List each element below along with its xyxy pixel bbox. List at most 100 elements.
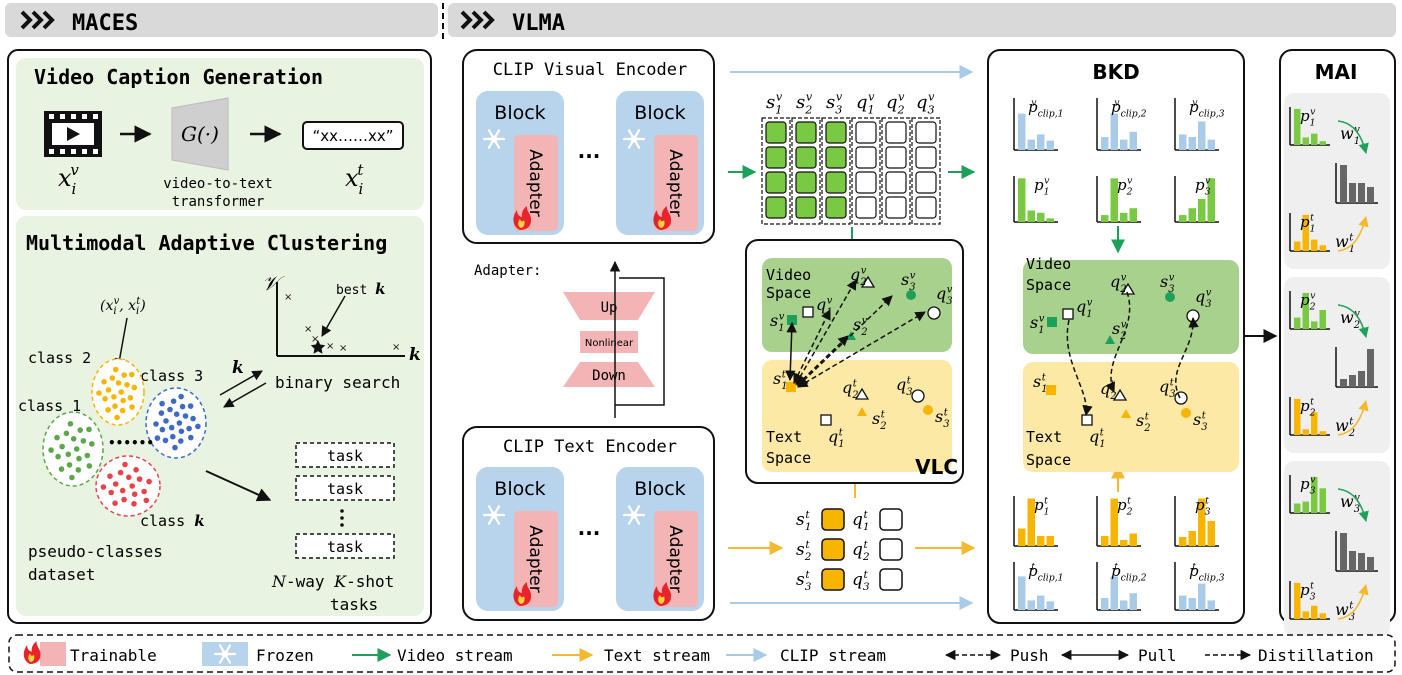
mini-bar <box>1294 241 1301 251</box>
cluster-point <box>84 452 91 459</box>
label: s3t <box>935 407 950 430</box>
cluster-point <box>55 453 61 460</box>
cluster-point <box>133 467 139 473</box>
text-output-label: xit <box>345 161 364 198</box>
text-anchor-s1 <box>1046 385 1056 395</box>
label: s2v <box>1112 319 1127 342</box>
flame-icon <box>513 206 532 230</box>
video-stream-arrow <box>1337 120 1369 155</box>
legend: Trainable Frozen Video stream Text strea… <box>8 634 1396 673</box>
mini-bar <box>1110 498 1118 546</box>
mini-bar <box>1046 536 1054 546</box>
video-space-label-1: Video <box>1026 255 1071 273</box>
maces-title: MACES <box>72 11 138 36</box>
video-anchor-s1 <box>1047 317 1057 327</box>
mini-bar <box>1302 429 1309 435</box>
flame-icon <box>513 582 532 606</box>
cluster-point <box>129 483 135 489</box>
video-query-q1 <box>802 306 814 318</box>
mini-bar <box>1110 576 1118 610</box>
cluster-point <box>112 481 119 487</box>
feature-label: s1v <box>766 90 783 116</box>
adapter-label: Adapter <box>665 149 685 216</box>
video-query-q1 <box>1062 308 1074 320</box>
mini-bar <box>1037 536 1045 546</box>
mini-chart-label: p3v <box>1300 475 1316 497</box>
legend-text-stream: Text stream <box>604 646 710 665</box>
k-label: 𝒌 <box>232 358 244 378</box>
video-space-label-1: Video <box>766 266 811 284</box>
binary-search-label: binary search <box>275 373 400 392</box>
cluster-point <box>65 451 72 458</box>
cluster-point <box>182 413 189 419</box>
mini-chart-label: p2t <box>1117 496 1133 518</box>
label: s1t <box>1033 372 1048 395</box>
label: q1v <box>1076 297 1093 320</box>
cluster-point <box>96 390 102 396</box>
vlc-module: Video Space Text Space VLC s1vq1vq2vs2vs… <box>745 239 964 484</box>
mini-bar <box>1311 321 1318 329</box>
cluster-point <box>146 478 152 485</box>
feature-column <box>761 117 791 225</box>
text-encoder-title: CLIP Text Encoder <box>503 437 677 457</box>
cluster-point <box>188 434 194 441</box>
classk-label: class k <box>140 512 205 530</box>
text-anchor-s1 <box>786 382 796 392</box>
block-label: Block <box>494 102 545 124</box>
mini-chart-label: p1t <box>1300 213 1316 235</box>
mini-bar <box>1120 600 1128 610</box>
cluster-points-red <box>100 461 152 507</box>
mini-bar <box>1198 199 1206 222</box>
mini-chart-label: pclip,2t <box>1111 562 1147 584</box>
mini-bar <box>1198 583 1206 610</box>
mini-bar <box>1294 582 1301 619</box>
snowflake-icon <box>482 129 506 149</box>
video-caption-generation: Video Caption Generation xiv G(·) video-… <box>16 58 424 210</box>
text-feature-label: q2t <box>852 539 870 563</box>
mini-chart-label: p1v <box>1300 107 1316 129</box>
mini-bar <box>1319 245 1326 251</box>
cluster-point <box>66 462 73 468</box>
cluster-point <box>126 474 132 481</box>
label: s2t <box>872 409 887 432</box>
cluster-point <box>124 382 130 388</box>
feature-cell <box>885 196 907 219</box>
cluster-point <box>170 433 176 440</box>
mini-bar <box>1340 379 1347 387</box>
text-space-label-1: Text <box>1026 428 1062 446</box>
text-feature-label: q3t <box>852 569 870 593</box>
feature-label: s2v <box>796 90 813 116</box>
mini-chart-label: p3v <box>1195 176 1211 198</box>
task-box <box>295 533 395 559</box>
film-icon <box>44 111 102 157</box>
text-feature-label: s1t <box>796 509 811 533</box>
caption-box <box>302 121 404 150</box>
mini-bar <box>1179 134 1187 150</box>
cluster-point <box>170 398 177 405</box>
mini-chart-label: p2t <box>1300 397 1316 419</box>
task-label: task <box>327 447 363 465</box>
text-query-q2 <box>854 387 870 400</box>
mini-bar <box>1367 349 1374 387</box>
text-feature-label: q1t <box>852 509 870 533</box>
mini-bar <box>1340 165 1347 203</box>
snowflake-icon <box>622 129 646 149</box>
cluster-point <box>172 444 178 451</box>
cluster-point <box>178 393 184 400</box>
distillation-arrow <box>1175 316 1199 399</box>
cluster-point <box>176 420 183 426</box>
cluster-points-green <box>48 421 95 481</box>
weight-label: w2t <box>1335 416 1355 439</box>
cluster-point <box>80 438 87 444</box>
cluster-point <box>100 484 107 490</box>
text-anchor-s2 <box>1121 409 1131 418</box>
distillation-arrow <box>1066 319 1093 417</box>
video-anchor-s1 <box>787 315 797 325</box>
mini-bar <box>1129 208 1137 222</box>
snowflake-icon <box>213 644 237 664</box>
cluster-point <box>59 443 65 450</box>
nway-label: N-way K-shot <box>271 572 394 591</box>
video-anchor-s3 <box>1165 292 1175 302</box>
text-query-q1 <box>1081 414 1093 426</box>
